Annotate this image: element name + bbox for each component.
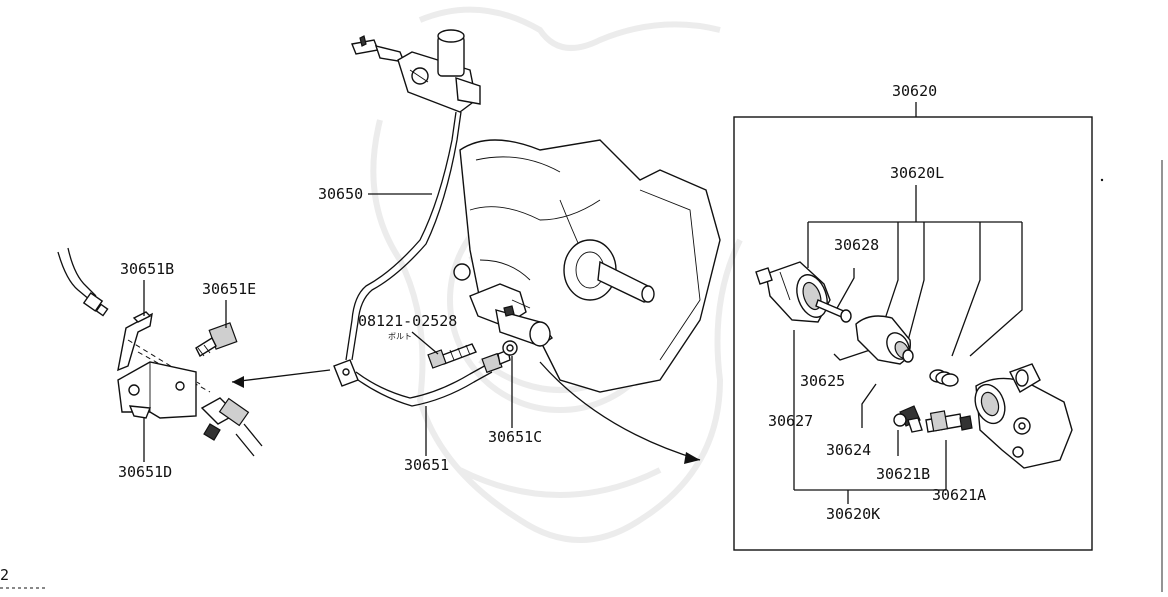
label-08121-02528: 08121-02528	[358, 312, 457, 330]
clutch-hose-30651	[333, 349, 511, 407]
inset-box-30620	[733, 102, 1093, 551]
label-30628: 30628	[834, 236, 879, 254]
label-30620K: 30620K	[826, 505, 880, 523]
bracket-30651D	[117, 361, 197, 419]
page-number: 2	[0, 566, 9, 584]
label-30621A: 30621A	[932, 486, 986, 504]
clutch-hose-end-left	[200, 397, 263, 457]
label-30651: 30651	[404, 456, 449, 474]
edge-marks	[0, 160, 1163, 592]
boot-30627	[755, 261, 831, 323]
bracket-30651B	[117, 311, 211, 393]
spring-30625	[929, 369, 959, 387]
bleeder-30621B	[893, 405, 923, 433]
leader-lines-inset	[793, 185, 1023, 504]
bolt-30651E	[195, 322, 238, 358]
part-labels: 30620 30620L 30628 30625 30627 30624 306…	[0, 82, 986, 584]
hose-pipe-left	[57, 247, 109, 317]
piston-30624	[855, 315, 914, 365]
label-30627: 30627	[768, 412, 813, 430]
bleeder-cap-30621A	[925, 410, 973, 433]
label-30624: 30624	[826, 441, 871, 459]
label-30620: 30620	[892, 82, 937, 100]
push-rod-30628	[815, 299, 852, 323]
label-30651C: 30651C	[488, 428, 542, 446]
clutch-pipe-30650	[345, 111, 462, 361]
master-cylinder	[351, 29, 481, 113]
label-bolt-jp: ボルト	[388, 332, 412, 341]
label-30625: 30625	[800, 372, 845, 390]
label-30620L: 30620L	[890, 164, 944, 182]
release-cylinder-body	[974, 363, 1073, 469]
washer-30651C	[502, 340, 518, 356]
arrow-bracket-to-hose	[231, 369, 331, 388]
release-cylinder-mounted	[469, 283, 554, 347]
label-30651D: 30651D	[118, 463, 172, 481]
label-30651E: 30651E	[202, 280, 256, 298]
transmission-housing	[453, 139, 721, 393]
label-30650: 30650	[318, 185, 363, 203]
label-30621B: 30621B	[876, 465, 930, 483]
bolt-08121-02528	[427, 343, 477, 369]
arrow-to-inset	[539, 361, 701, 464]
label-30651B: 30651B	[120, 260, 174, 278]
